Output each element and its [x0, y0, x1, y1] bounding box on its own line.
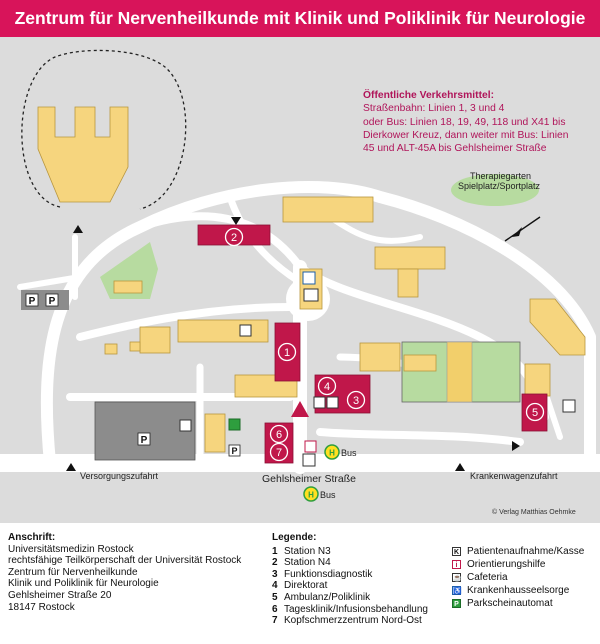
address-line: 18147 Rostock [8, 601, 75, 613]
svg-text:2: 2 [231, 232, 237, 244]
parking-sign-lot [137, 432, 151, 446]
station-markers: 1 2 3 4 5 6 7 [224, 227, 545, 462]
svg-text:5: 5 [532, 407, 538, 419]
svg-text:H: H [329, 449, 335, 458]
svg-text:1: 1 [284, 347, 290, 359]
transport-line: oder Bus: Linien 18, 19, 49, 118 und X41… [363, 116, 566, 128]
cafeteria-icon [303, 288, 319, 302]
ticket-machine-icon [228, 418, 241, 431]
cafeteria-icon-south [302, 453, 316, 467]
transport-line: Dierkower Kreuz, dann weiter mit Bus: Li… [363, 129, 569, 141]
copyright: © Verlag Matthias Oehmke [492, 509, 576, 516]
address-heading: Anschrift: [8, 532, 56, 543]
orientation-icon [239, 324, 252, 337]
info-icon-south [304, 440, 317, 453]
parking-sign-center [228, 444, 241, 457]
parking-signs: P P P P [21, 290, 241, 457]
admission-icon [326, 396, 339, 409]
address-block: Anschrift: Universitätsmedizin Rostock r… [8, 532, 241, 613]
admission-icon: K [452, 547, 461, 557]
arrow-up-icon-east [455, 463, 465, 471]
address-line: rechtsfähige Teilkörperschaft der Univer… [8, 555, 242, 567]
info-icon: i [452, 560, 461, 570]
station-marker-7: 7 [269, 442, 289, 462]
station-marker-5: 5 [525, 402, 545, 422]
campus-map: 1 2 3 4 5 6 7 P P P P [0, 37, 600, 523]
svg-text:7: 7 [276, 447, 282, 459]
parking-meter-icon [179, 419, 192, 432]
legend-heading: Legende: [272, 532, 317, 543]
transport-line: Straßenbahn: Linien 1, 3 und 4 [363, 103, 505, 115]
info-icon [313, 396, 326, 409]
bus-stop-label: Bus [341, 448, 357, 458]
svg-text:P: P [29, 296, 36, 307]
svg-text:H: H [308, 491, 314, 500]
north-arrow-icon [504, 216, 541, 242]
ticket-machine-icon: P [452, 599, 461, 609]
address-line: Zentrum für Nervenheilkunde [8, 566, 138, 578]
station-marker-1: 1 [277, 342, 297, 362]
parking-meter-icon-east [562, 399, 576, 413]
church-building [37, 106, 129, 203]
therapy-garden-label: Therapiegarten [470, 171, 532, 181]
svg-text:6: 6 [276, 429, 282, 441]
sports-area-label: Spielplatz/Sportplatz [458, 181, 541, 191]
station-marker-2: 2 [224, 227, 244, 247]
station-marker-4: 4 [317, 376, 337, 396]
address-line: Gehlsheimer Straße 20 [8, 589, 112, 601]
chaplaincy-icon [302, 271, 316, 285]
address-line: Klinik und Poliklinik für Neurologie [8, 578, 159, 590]
svg-text:P: P [141, 435, 148, 446]
svg-text:P: P [49, 296, 56, 307]
buildings [37, 106, 586, 453]
supply-access-label: Versorgungszufahrt [80, 471, 159, 481]
legend-icon-item: ♿Krankenhausseelsorge [452, 584, 570, 596]
ambulance-access-label: Krankenwagenzufahrt [470, 471, 558, 481]
address-line: Universitätsmedizin Rostock [8, 543, 134, 555]
arrow-right-icon [512, 441, 520, 451]
hatched-area [446, 341, 473, 403]
arrow-down-icon [231, 217, 241, 225]
legend-icon-item: ☕Cafeteria [452, 571, 508, 583]
svg-text:4: 4 [324, 381, 330, 393]
station-marker-6: 6 [269, 424, 289, 444]
chaplaincy-icon: ♿ [452, 586, 462, 596]
transport-heading: Öffentliche Verkehrsmittel: [363, 90, 495, 101]
public-transport-info: Öffentliche Verkehrsmittel: Straßenbahn:… [363, 89, 593, 155]
bus-stop-icon-south [303, 486, 319, 502]
map-canvas: 1 2 3 4 5 6 7 P P P P [0, 37, 600, 523]
bus-stop-icon [324, 444, 340, 460]
facility-icons [179, 271, 576, 467]
bus-stop-label-south: Bus [320, 490, 336, 500]
entrance-arrow-icon [291, 401, 309, 417]
street-label: Gehlsheimer Straße [262, 473, 356, 485]
arrow-up-icon [66, 463, 76, 471]
page-title: Zentrum für Nervenheilkunde mit Klinik u… [0, 0, 600, 37]
arrow-up-icon-north [73, 225, 83, 233]
bus-stops: H H [303, 444, 340, 502]
transport-line: 45 und ALT-45A bis Gehlsheimer Straße [363, 143, 547, 155]
svg-text:P: P [231, 446, 237, 456]
access-arrows [66, 217, 520, 471]
therapy-garden-area [451, 174, 539, 206]
parking-lot [94, 401, 196, 461]
cafeteria-icon: ☕ [452, 573, 462, 583]
station-marker-3: 3 [346, 390, 366, 410]
svg-text:3: 3 [353, 395, 359, 407]
